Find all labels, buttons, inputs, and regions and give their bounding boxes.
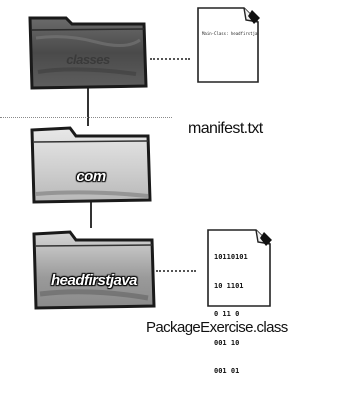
folder-headfirstjava: headfirstjava (30, 228, 158, 310)
separator-rule (0, 117, 172, 118)
folder-label: headfirstjava (50, 272, 138, 289)
folder-label: classes (66, 52, 110, 67)
folder-classes: classes (26, 12, 150, 90)
document-icon (197, 7, 260, 83)
connector-com-headfirstjava (90, 202, 92, 228)
file-caption-packageexercise: PackageExercise.class (146, 319, 288, 336)
file-manifest (196, 6, 262, 84)
connector-headfirstjava-class (156, 270, 196, 272)
bytecode-line: 001 01 (214, 367, 240, 375)
folder-icon (32, 230, 156, 310)
file-packageexercise (206, 228, 274, 308)
bytecode-line: 001 10 (214, 338, 240, 347)
connector-classes-manifest (150, 58, 190, 60)
folder-icon (30, 126, 152, 204)
folder-icon (28, 16, 148, 90)
folder-label: com (76, 168, 106, 185)
manifest-text-line: Main-Class: headfirstjava.PackageExercis… (202, 31, 258, 36)
bytecode-line: 10110101 (214, 253, 248, 261)
package-directory-diagram: classes com (0, 6, 288, 375)
document-icon (207, 229, 272, 307)
file-caption-manifest: manifest.txt (188, 120, 263, 137)
folder-com: com (28, 124, 154, 204)
bytecode-line: 0 11 0 (214, 310, 240, 318)
bytecode-line: 10 1101 (214, 281, 244, 290)
connector-classes-com (87, 86, 89, 126)
class-bytecode-lines: 10110101 10 1101 0 11 0 001 10 001 01 (214, 234, 258, 396)
